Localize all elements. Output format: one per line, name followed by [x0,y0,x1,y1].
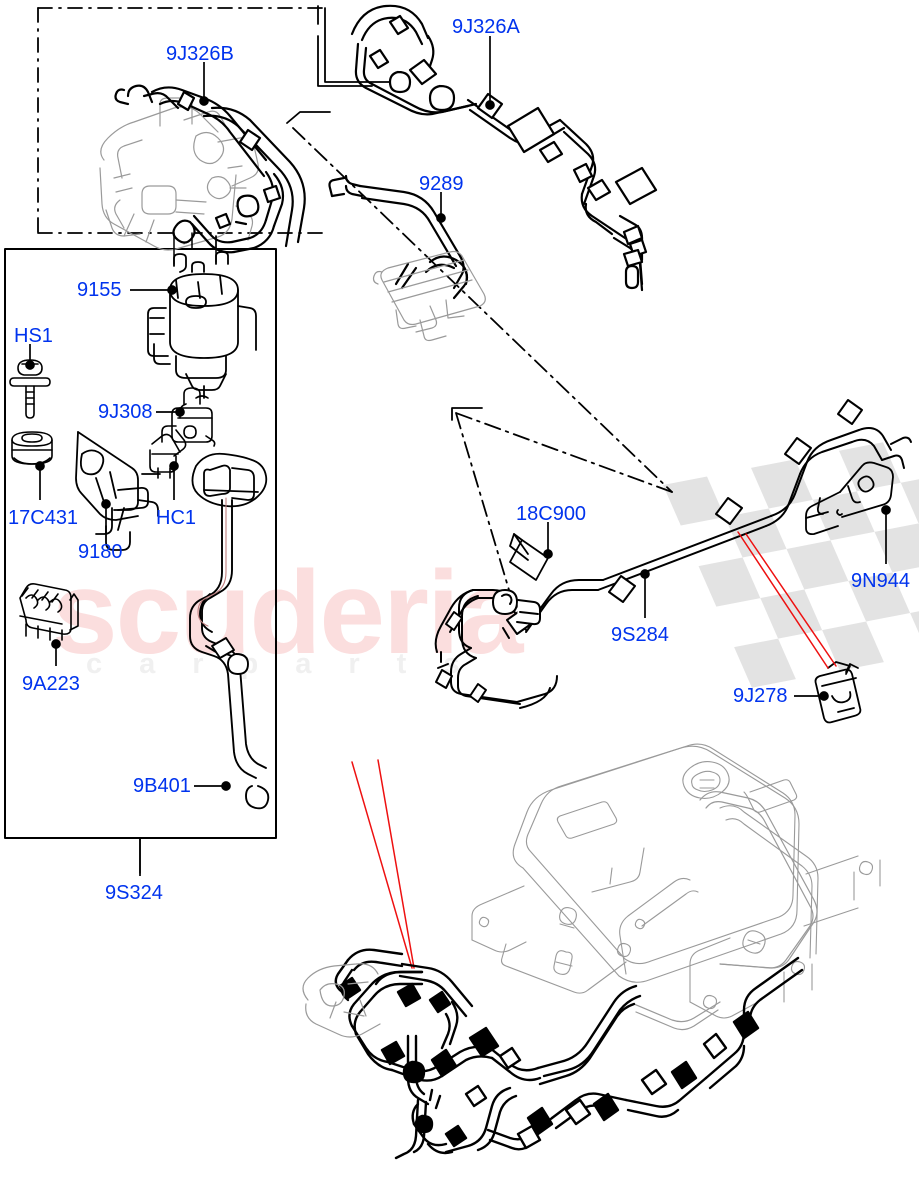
callout-9N944: 9N944 [851,570,910,592]
dipstick-tube-highlight [197,497,227,627]
dipstick-handle [191,452,268,508]
tank-line-routing-ghost [633,791,818,1031]
callout-HC1: HC1 [156,507,197,529]
grommet-17C431 [11,431,53,465]
fuel-line-loop-left [434,589,558,709]
red-pointer-lines [737,531,837,669]
tag-18C900 [509,533,549,581]
callout-18C900: 18C900 [516,503,587,525]
bottom-pump-ghost [302,963,381,1038]
callout-9J278: 9J278 [733,685,788,707]
callout-9180: 9180 [78,541,123,563]
callout-9J326A: 9J326A [452,16,520,38]
oil-cooler-ghost [372,250,486,342]
hose-9J326B [114,84,306,254]
group-bracket-upper [317,5,373,87]
fuel-tank-ghost [471,743,881,1019]
callout-9289: 9289 [419,173,464,195]
bracket-9180 [75,431,161,551]
callout-9S324: 9S324 [105,882,163,904]
callout-9J326B: 9J326B [166,43,234,65]
bracket-9N944 [805,461,894,536]
fuel-line-assembly-bottom [334,948,804,1160]
fuel-filter-9155 [147,251,257,399]
callout-9155: 9155 [77,279,122,301]
clip-9J278 [814,661,862,724]
hose-9289 [328,174,469,300]
group-outline-underfloor [292,127,673,601]
callout-17C431: 17C431 [8,507,79,529]
callout-9S284: 9S284 [611,624,669,646]
clip-9A223 [19,583,79,641]
callout-9A223: 9A223 [22,673,80,695]
callout-9B401: 9B401 [133,775,191,797]
group-bracket-diagonal [286,111,483,421]
hose-9B401 [189,499,270,810]
watermark-sub-text: carparts [86,648,497,680]
callout-HS1: HS1 [14,325,53,347]
sensor-9J308 [171,387,216,447]
watermark-main-text: scuderia [52,547,523,679]
callout-9J308: 9J308 [98,401,153,423]
red-pointer-lines-bottom [351,759,415,969]
hose-9J326A [350,4,658,292]
